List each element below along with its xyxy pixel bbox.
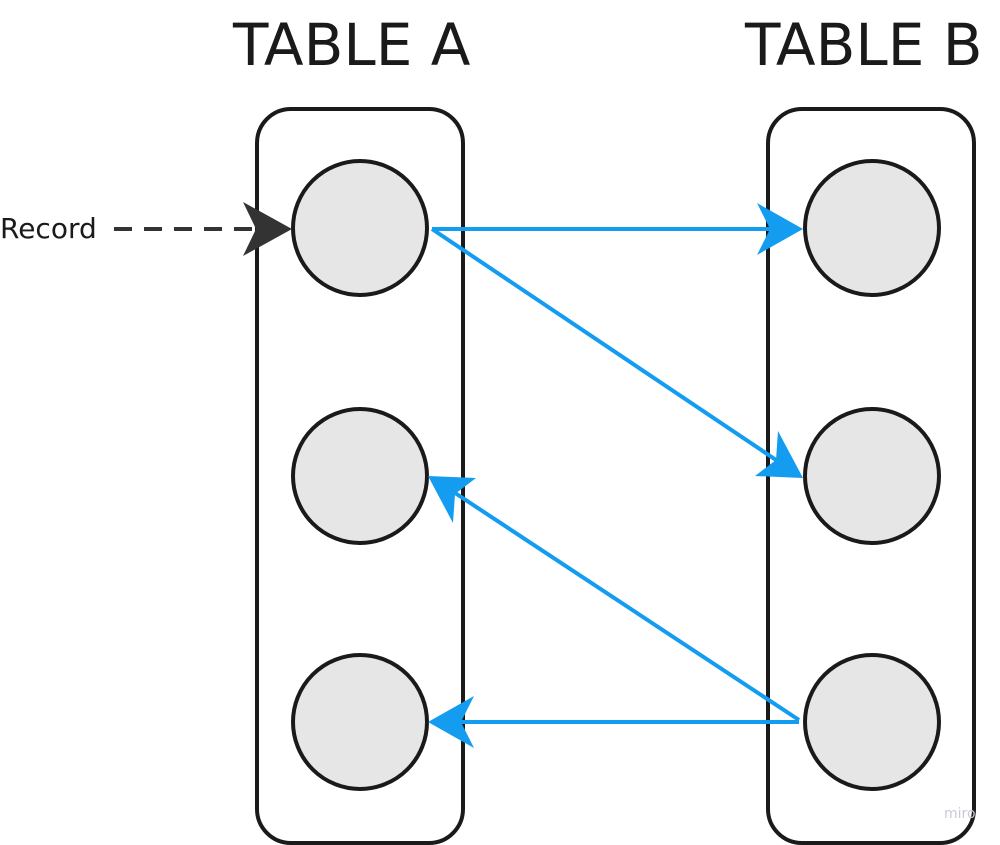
link-b3-to-a2-arrowhead bbox=[428, 476, 476, 523]
link-b3-to-a2 bbox=[444, 485, 801, 722]
miro-watermark: miro bbox=[944, 806, 976, 822]
table-b-record-1 bbox=[803, 159, 941, 297]
link-a1-to-b1-arrowhead bbox=[757, 203, 803, 255]
table-b-record-2 bbox=[803, 407, 941, 545]
link-b3-to-a3-arrowhead bbox=[428, 696, 474, 748]
record-arrowhead bbox=[243, 202, 292, 256]
table-a-container bbox=[255, 107, 465, 845]
table-b-record-3 bbox=[803, 653, 941, 791]
link-a1-to-b2 bbox=[430, 227, 790, 470]
table-a-title: TABLE A bbox=[233, 11, 471, 79]
table-a-record-2 bbox=[291, 407, 429, 545]
record-label: Record bbox=[0, 212, 97, 245]
table-b-title: TABLE B bbox=[745, 11, 983, 79]
table-a-record-1 bbox=[291, 159, 429, 297]
link-a1-to-b2-arrowhead bbox=[755, 431, 803, 478]
table-a-record-3 bbox=[291, 653, 429, 791]
